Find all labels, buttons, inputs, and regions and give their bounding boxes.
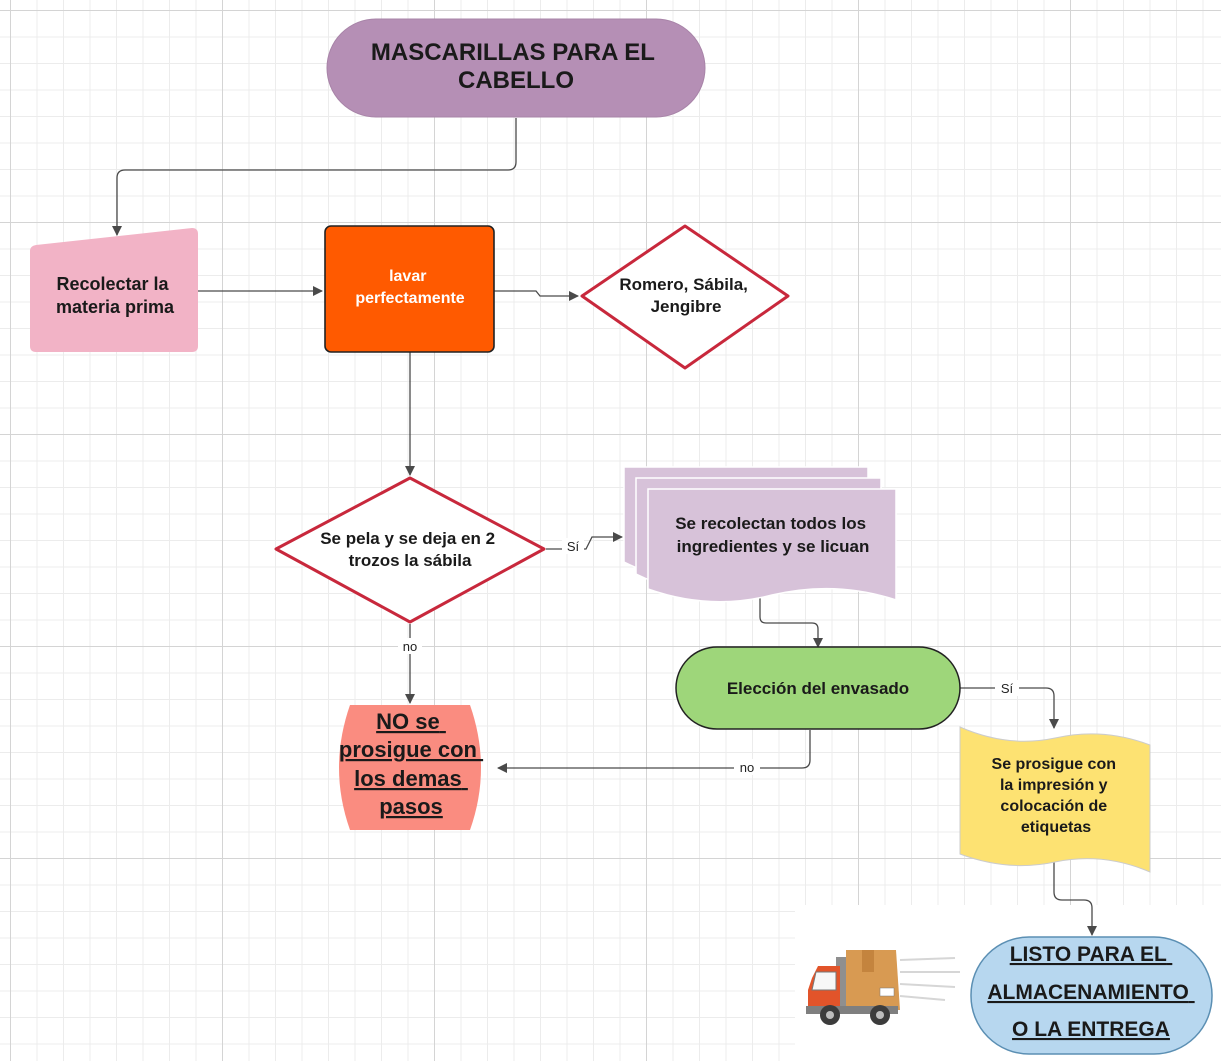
edge-label-package-no: no <box>740 760 754 775</box>
herbs-text: Romero, Sábila, Jengibre <box>619 275 752 316</box>
edge-label-bg <box>734 759 760 775</box>
edge-wash-herbs <box>494 290 579 301</box>
edge-label-bg <box>562 538 584 554</box>
peel-decision[interactable]: Se pela y se deja en 2 trozos la sábila <box>274 476 546 624</box>
edge-label-bg <box>398 638 422 654</box>
edge-label-package-yes: Sí <box>1001 681 1014 696</box>
wash-node[interactable]: lavar perfectamente <box>324 225 495 353</box>
herbs-decision[interactable]: Romero, Sábila, Jengibre <box>580 224 790 370</box>
delivery-truck-icon <box>806 950 960 1025</box>
edge-labels-ready <box>1053 862 1097 936</box>
package-node[interactable]: Elección del envasado <box>675 646 961 730</box>
stop-node[interactable]: NO se prosigue con los demas pasos <box>339 705 483 830</box>
labels-text: Se prosigue con la impresión y colocació… <box>992 756 1121 836</box>
collect-text: Recolectar la materia prima <box>56 274 175 317</box>
edge-package-labels <box>960 687 1059 729</box>
collect-node[interactable]: Recolectar la materia prima <box>30 228 198 352</box>
edge-title-collect <box>112 118 517 236</box>
ready-node[interactable]: LISTO PARA EL ALMACENAMIENTO O LA ENTREG… <box>970 936 1213 1055</box>
peel-text: Se pela y se deja en 2 trozos la sábila <box>320 529 500 570</box>
edge-label-peel-yes: Sí <box>567 539 580 554</box>
package-text: Elección del envasado <box>727 679 909 698</box>
edge-label-bg <box>995 680 1019 696</box>
labels-node[interactable]: Se prosigue con la impresión y colocació… <box>959 726 1151 873</box>
edge-package-stop <box>497 730 811 773</box>
wash-text: lavar perfectamente <box>355 268 464 307</box>
edge-gather-package <box>759 598 823 648</box>
edge-label-peel-no: no <box>403 639 417 654</box>
ready-text: LISTO PARA EL ALMACENAMIENTO O LA ENTREG… <box>987 943 1194 1041</box>
title-node[interactable]: MASCARILLAS PARA EL CABELLO <box>326 18 706 118</box>
gather-node[interactable]: Se recolectan todos los ingredientes y s… <box>623 466 897 603</box>
title-text: MASCARILLAS PARA EL CABELLO <box>371 39 661 94</box>
stop-text: NO se prosigue con los demas pasos <box>339 709 483 819</box>
gather-text: Se recolectan todos los ingredientes y s… <box>675 514 871 556</box>
